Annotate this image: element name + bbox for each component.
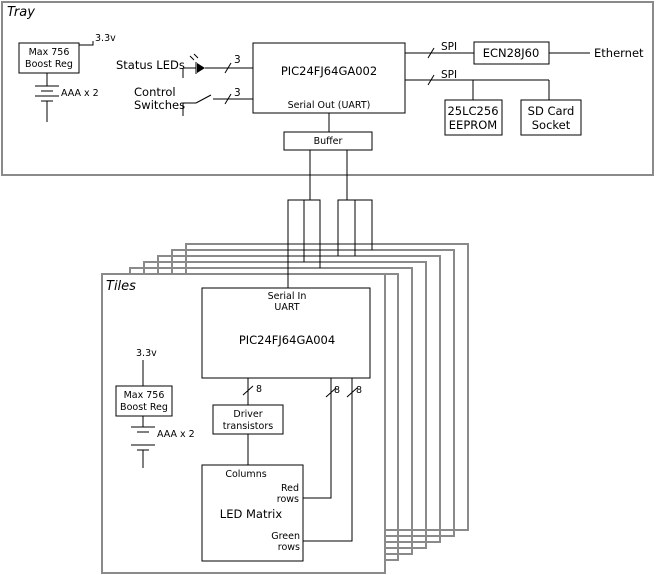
columns-label: Columns	[225, 469, 266, 480]
tray-frame	[1, 1, 654, 176]
red-rows-bus-width: 8	[334, 385, 340, 396]
driver-bus-width: 8	[256, 384, 262, 395]
green-rows-bus-width: 8	[356, 385, 362, 396]
tray-mcu-box	[252, 42, 406, 114]
driver-box	[212, 404, 284, 435]
green-rows-wire	[303, 378, 353, 542]
tile-voltage-label: 3.3v	[136, 348, 157, 359]
tray-battery-label: AAA x 2	[61, 88, 99, 99]
red-rows-wire	[303, 378, 332, 499]
tray-boost-reg-line2: Boost Reg	[25, 59, 73, 70]
sd-card-box	[520, 99, 582, 136]
switch-bus-width: 3	[234, 87, 241, 99]
tile-mcu-box	[201, 287, 371, 379]
status-leds-label: Status LEDs	[116, 58, 185, 72]
tile-mcu-label: PIC24FJ64GA004	[239, 333, 335, 347]
green-rows-label-1: Green	[271, 531, 300, 542]
buffer-label: Buffer	[314, 136, 343, 147]
tiles-title: Tiles	[106, 279, 136, 294]
spi-top-label: SPI	[441, 41, 457, 53]
switch-bus-slash	[224, 93, 232, 105]
spi-bottom-label: SPI	[441, 69, 457, 81]
tray-mcu-label: PIC24FJ64GA002	[281, 64, 377, 78]
serial-in-label-2: UART	[274, 302, 299, 313]
spi-ethernet-slash	[427, 47, 435, 59]
control-switch-symbol	[182, 94, 253, 116]
led-bus-slash	[224, 62, 232, 74]
led-matrix-box	[201, 464, 304, 562]
green-rows-slash	[346, 387, 358, 398]
driver-bus-slash	[242, 385, 254, 396]
driver-label-2: transistors	[223, 421, 273, 432]
green-rows-label-2: rows	[278, 542, 300, 553]
tile-boost-reg-line2: Boost Reg	[120, 402, 168, 413]
led-matrix-label: LED Matrix	[220, 507, 283, 521]
tray-serial-out-label: Serial Out (UART)	[288, 100, 371, 111]
sd-card-label-1: SD Card	[528, 104, 575, 118]
tray-voltage-label: 3.3v	[95, 33, 116, 44]
buffer-box	[283, 131, 373, 151]
sd-card-label-2: Socket	[532, 118, 571, 132]
led-bus-width: 3	[234, 54, 241, 66]
spi-storage-slash	[427, 74, 435, 86]
status-led-diode-icon	[183, 53, 205, 74]
red-rows-label-2: rows	[277, 494, 299, 505]
tile-battery-symbol	[131, 416, 155, 468]
tray-3v3-wire	[79, 41, 94, 46]
eeprom-box	[444, 99, 503, 136]
tray-boost-reg-line1: Max 756	[29, 47, 70, 58]
tile-battery-label: AAA x 2	[157, 429, 195, 440]
tray-title: Tray	[7, 5, 35, 20]
driver-label-1: Driver	[233, 409, 262, 420]
tile-boost-reg-line1: Max 756	[124, 390, 165, 401]
eeprom-label-2: EEPROM	[449, 118, 497, 132]
ethernet-label: Ethernet	[594, 46, 644, 60]
buffer-tile-bus	[287, 150, 373, 288]
serial-in-label-1: Serial In	[268, 291, 307, 302]
red-rows-slash	[325, 387, 337, 398]
eeprom-label-1: 25LC256	[447, 104, 498, 118]
red-rows-label-1: Red	[281, 483, 299, 494]
control-switches-label-2: Switches	[134, 98, 185, 112]
tray-battery-symbol	[35, 73, 59, 122]
tray-boost-reg-box	[18, 42, 80, 74]
tile-boost-reg-box	[115, 385, 173, 417]
ethernet-chip-label: ECN28J60	[483, 46, 540, 60]
control-switches-label-1: Control	[134, 85, 176, 99]
